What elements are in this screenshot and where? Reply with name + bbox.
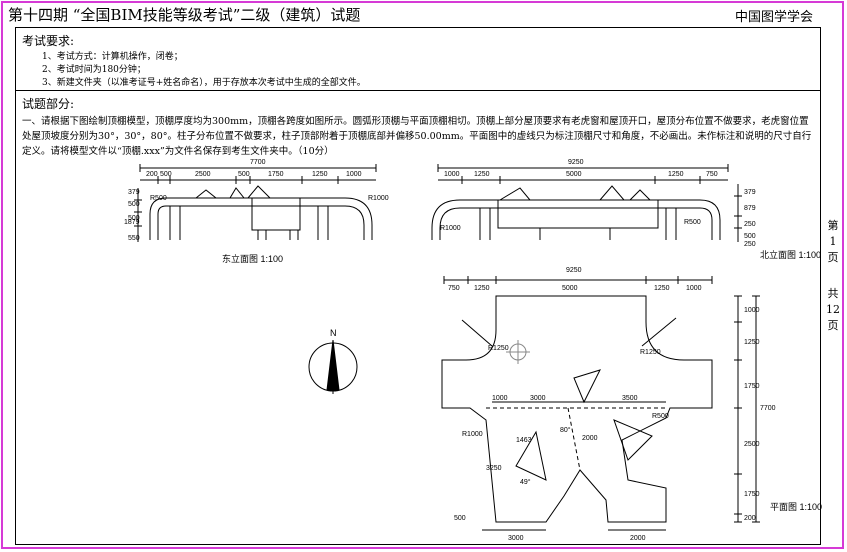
- plan-top-dim: 9250: [566, 267, 582, 274]
- north-right-dim: 250: [744, 241, 756, 248]
- north-right-dim: 250: [744, 221, 756, 228]
- north-dim: 1250: [474, 171, 490, 178]
- exam-frame: 考试要求: 1、考试方式：计算机操作，闭卷； 2、考试时间为180分钟； 3、新…: [15, 27, 821, 545]
- floor-plan: [441, 276, 760, 531]
- plan-slant-dim: 3250: [486, 465, 502, 472]
- north-radius-left: R1000: [440, 225, 461, 232]
- east-dim: 500: [160, 171, 172, 178]
- ornament-icon: [506, 340, 530, 364]
- east-left-dim: 1879: [124, 219, 140, 226]
- section-title: 试题部分:: [22, 97, 75, 111]
- requirement-item: 2、考试时间为180分钟；: [42, 65, 146, 75]
- north-right-dim: 379: [744, 189, 756, 196]
- east-left-dim: 379: [128, 189, 140, 196]
- plan-angle: 49°: [520, 478, 531, 486]
- plan-dim: 1250: [654, 285, 670, 292]
- east-radius-right: R1000: [368, 195, 389, 202]
- east-dim: 2500: [195, 171, 211, 178]
- plan-inner-dim: 3500: [622, 395, 638, 402]
- plan-view-title: 平面图 1:100: [770, 502, 822, 512]
- east-left-dim: 500: [128, 201, 140, 208]
- plan-radius: R1250: [640, 349, 661, 356]
- east-view-title: 东立面图 1:100: [222, 253, 283, 264]
- plan-right-dim: 200: [744, 515, 756, 522]
- requirement-item: 1、考试方式：计算机操作，闭卷；: [42, 52, 183, 62]
- plan-slant-dim: 1463: [516, 437, 532, 444]
- requirement-item: 3、新建文件夹（以准考证号+姓名命名），用于存放本次考试中生成的全部文件。: [42, 78, 366, 88]
- plan-right-dim: 1750: [744, 383, 760, 390]
- north-view-title: 北立面图 1:100: [760, 249, 821, 260]
- north-top-dim: 9250: [568, 159, 584, 166]
- plan-dim: 1000: [686, 285, 702, 292]
- north-elevation: [431, 164, 742, 242]
- plan-inner-dim: 3000: [530, 395, 546, 402]
- east-dim: 1000: [346, 171, 362, 178]
- east-dim: 1250: [312, 171, 328, 178]
- north-right-dim: 879: [744, 205, 756, 212]
- compass-north-label: N: [330, 328, 337, 338]
- organization-name: 中国图学学会: [734, 10, 813, 25]
- plan-radius: R1250: [488, 345, 509, 352]
- plan-inner-dim: 1000: [492, 395, 508, 402]
- east-elevation: [134, 164, 377, 242]
- requirements-title: 考试要求:: [22, 34, 75, 48]
- page-total: 共12页: [826, 287, 840, 332]
- east-radius-left: R500: [150, 195, 167, 202]
- north-dim: 750: [706, 171, 718, 178]
- north-radius-right: R500: [684, 219, 701, 226]
- plan-right-dim: 7700: [760, 405, 776, 412]
- plan-right-dim: 1750: [744, 491, 760, 498]
- plan-bottom-dim: 500: [454, 515, 466, 522]
- north-compass: [308, 339, 358, 394]
- plan-angle: 80°: [560, 426, 571, 434]
- east-left-dim: 550: [128, 235, 140, 242]
- plan-bottom-dim: 3000: [508, 535, 524, 542]
- north-dim: 1000: [444, 171, 460, 178]
- east-top-dim: 7700: [250, 159, 266, 166]
- exam-title: 第十四期 “全国BIM技能等级考试”二级（建筑）试题: [8, 6, 361, 24]
- plan-bottom-dim: 2000: [630, 535, 646, 542]
- east-dim: 1750: [268, 171, 284, 178]
- north-right-dim: 500: [744, 233, 756, 240]
- east-left-dim: 500: [128, 215, 140, 222]
- plan-right-dim: 1250: [744, 339, 760, 346]
- plan-dim: 5000: [562, 285, 578, 292]
- plan-dim: 750: [448, 285, 460, 292]
- plan-radius: R500: [652, 413, 669, 420]
- north-dim: 1250: [668, 171, 684, 178]
- plan-dim: 1250: [474, 285, 490, 292]
- page-number: 第1页: [827, 219, 839, 264]
- plan-slant-dim: 2000: [582, 435, 598, 442]
- plan-right-dim: 1000: [744, 307, 760, 314]
- east-dim: 200: [146, 171, 158, 178]
- east-dim: 500: [238, 171, 250, 178]
- north-dim: 5000: [566, 171, 582, 178]
- requirements-box: 考试要求: 1、考试方式：计算机操作，闭卷； 2、考试时间为180分钟； 3、新…: [16, 28, 820, 91]
- plan-right-dim: 2500: [744, 441, 760, 448]
- question-text: 一、请根据下图绘制顶棚模型，顶棚厚度均为300mm，顶棚各跨度如图所示。圆弧形顶…: [22, 116, 812, 157]
- plan-radius: R1000: [462, 431, 483, 438]
